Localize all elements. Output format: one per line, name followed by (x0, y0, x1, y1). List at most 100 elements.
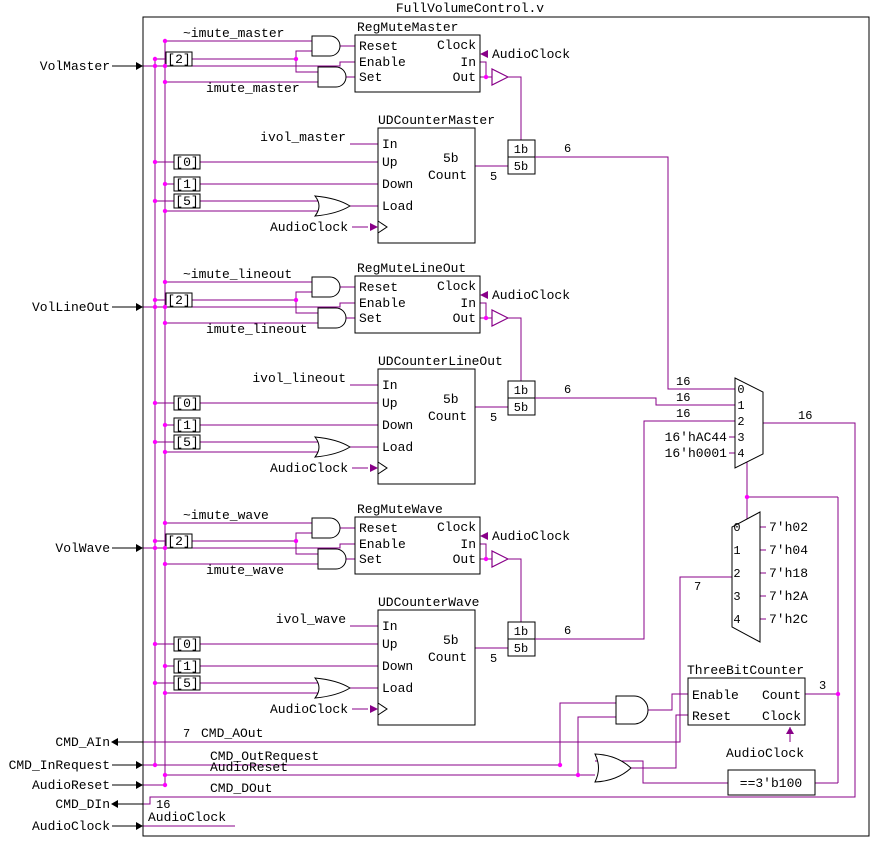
junction-dot (162, 63, 168, 69)
buffer-icon (491, 68, 510, 86)
junction-dot (162, 782, 168, 788)
port-set: Set (359, 311, 382, 326)
input-port-label: AudioClock (32, 819, 110, 834)
junction-dot (152, 641, 158, 647)
reg-mute-title: RegMuteLineOut (357, 261, 466, 276)
input-arrow-icon (136, 303, 143, 311)
clock-chevron-icon (377, 461, 388, 475)
bus-width-label: 6 (564, 142, 571, 156)
const-7h18: 7'h18 (769, 566, 808, 581)
junction-dot (162, 449, 168, 455)
and-gate-imute (317, 307, 347, 329)
junction-dot (152, 680, 158, 686)
input-port-label: AudioReset (32, 778, 110, 793)
ud-counter-block (377, 368, 476, 485)
section-wires (143, 522, 522, 710)
module-border (142, 16, 870, 837)
port-enable: Enable (692, 688, 739, 703)
port-in: In (460, 537, 476, 552)
input-port-label: VolLineOut (32, 300, 110, 315)
clock-arrow-icon (480, 291, 488, 299)
bit-select-5-label: [5] (175, 194, 198, 209)
port-clock: Clock (437, 38, 476, 53)
port-enable: Enable (359, 537, 406, 552)
bit-select-0-label: [0] (175, 637, 198, 652)
input-arrow-icon (136, 822, 143, 830)
net-label-not-imute: ~imute_lineout (183, 267, 292, 282)
ud-counter-block (377, 127, 476, 244)
bit-select-5-label: [5] (175, 676, 198, 691)
ud-counter-block (377, 609, 476, 726)
junction-dot (162, 304, 168, 310)
output-arrow-icon (111, 738, 118, 746)
port-reset: Reset (692, 709, 731, 724)
junction-dot (152, 56, 158, 62)
clock-arrow-icon (480, 50, 488, 58)
reg-mute-block (354, 516, 481, 575)
audioclock-label: AudioClock (492, 47, 570, 62)
comparator-label: ==3'b100 (740, 776, 802, 791)
left-bus-wires (154, 41, 166, 785)
bit-select-2-label: [2] (167, 293, 190, 308)
junction-dot (744, 494, 750, 500)
input-port-label: VolMaster (40, 59, 110, 74)
mux16-input-0: 0 (737, 383, 744, 397)
port-count: Count (762, 688, 801, 703)
bottom-port-stubs (112, 741, 143, 827)
bit-select-0-box (173, 636, 201, 652)
net-label-imute: imute_wave (206, 563, 284, 578)
mute-bit-label: 1b (514, 143, 528, 157)
junction-dot (483, 74, 489, 80)
net-label-imute: imute_master (206, 81, 300, 96)
port-out: Out (453, 70, 476, 85)
output-port-label: CMD_DIn (55, 797, 110, 812)
and-gate-not-imute (311, 35, 341, 57)
count-width-label: 5b (443, 392, 459, 407)
audioclock-label: AudioClock (726, 746, 804, 761)
junction-dot (557, 762, 563, 768)
or-gate-control (594, 753, 632, 783)
junction-dot (152, 545, 158, 551)
port-reset: Reset (359, 280, 398, 295)
bit-select-0-label: [0] (175, 155, 198, 170)
port-in: In (460, 55, 476, 70)
junction-dot (483, 315, 489, 321)
bit-select-0-box (173, 154, 201, 170)
net-label-not-imute: ~imute_wave (183, 508, 269, 523)
vol-bits-label: 5b (514, 160, 528, 174)
mux-16bit (734, 377, 764, 469)
junction-dot (152, 297, 158, 303)
junction-dot (162, 545, 168, 551)
output-arrow-icon (111, 800, 118, 808)
concat-vol-box (507, 397, 536, 416)
bit-select-1-box (173, 658, 201, 674)
mux-and-control-wires (143, 156, 856, 827)
clock-arrow-icon (370, 705, 378, 713)
bit-select-0-box (173, 395, 201, 411)
junction-dot (162, 772, 168, 778)
bus-width-label: 16 (156, 798, 170, 812)
count-width-label: 5b (443, 151, 459, 166)
junction-dot (162, 520, 168, 526)
bit-select-1-label: [1] (175, 418, 198, 433)
bit-select-2-box (165, 533, 193, 549)
port-down: Down (382, 177, 413, 192)
clock-arrow-icon (370, 223, 378, 231)
three-bit-counter-title: ThreeBitCounter (687, 663, 804, 678)
mux-7bit (731, 511, 761, 643)
clock-chevron-icon (377, 702, 388, 716)
port-in: In (382, 619, 398, 634)
port-down: Down (382, 659, 413, 674)
port-enable: Enable (359, 296, 406, 311)
bit-select-5-box (173, 193, 201, 209)
bus-width-label: 6 (564, 383, 571, 397)
net-label-cmd-dout: CMD_DOut (210, 781, 272, 796)
port-count: Count (428, 650, 467, 665)
count-width-label: 5 (490, 652, 497, 666)
mux7-input-3: 3 (733, 590, 740, 604)
reg-mute-block (354, 275, 481, 334)
section-wires (143, 281, 522, 469)
clock-arrow-icon (786, 727, 794, 734)
module-title: FullVolumeControl.v (396, 1, 544, 16)
